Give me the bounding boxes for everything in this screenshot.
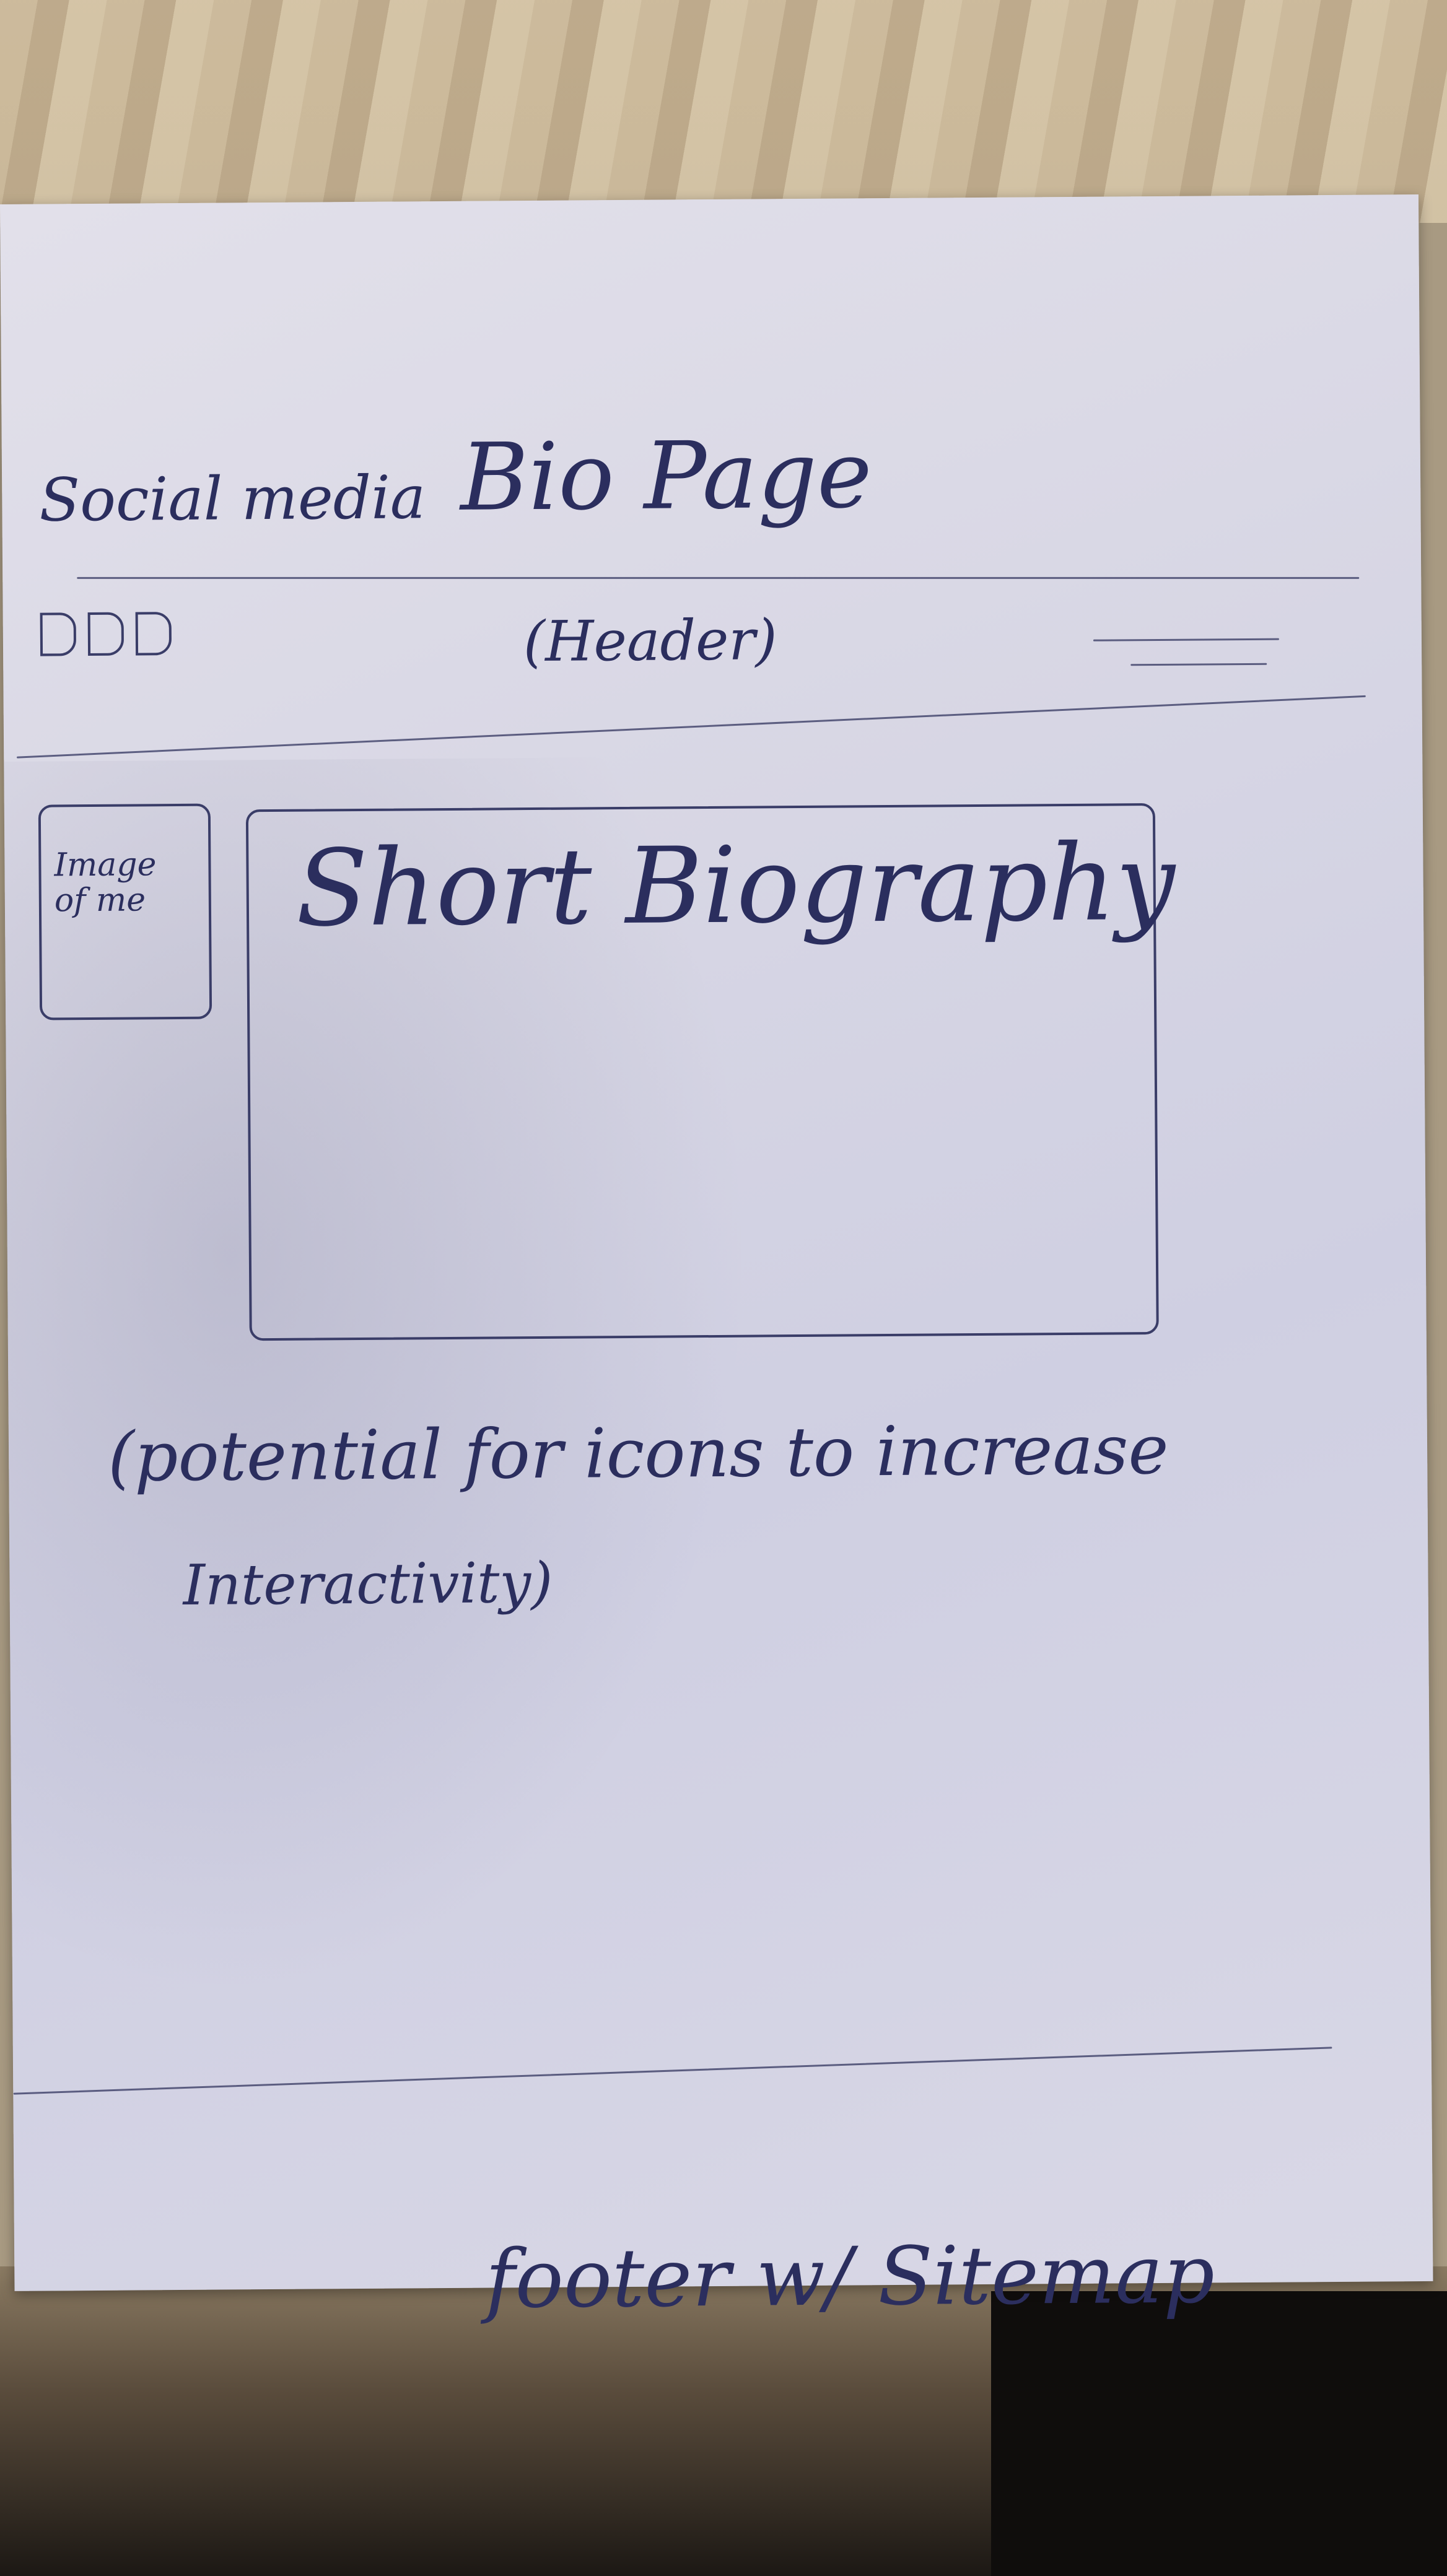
header-stroke [1093, 638, 1279, 642]
header-label: (Header) [523, 607, 777, 675]
footer-divider [13, 2047, 1332, 2095]
page-title: Bio Page [460, 421, 873, 532]
biography-label: Short Biography [295, 821, 1176, 951]
table-surface-top [0, 0, 1447, 223]
social-media-label: Social media [38, 463, 426, 535]
social-icon[interactable] [87, 612, 125, 656]
social-icons-group [40, 612, 181, 659]
note-line-1: (potential for icons to increase [107, 1409, 1169, 1497]
social-icon[interactable] [40, 612, 77, 656]
header-top-divider [77, 577, 1360, 579]
header-stroke [1130, 663, 1267, 666]
sketch-paper: Social media Bio Page (Header) Image of … [0, 194, 1433, 2326]
image-placeholder-label: Image of me [54, 846, 157, 920]
note-line-2: Interactivity) [183, 1550, 553, 1618]
header-bottom-divider [16, 695, 1366, 759]
footer-label: footer w/ Sitemap [484, 2227, 1215, 2326]
social-icon[interactable] [135, 612, 172, 656]
dark-corner [991, 2291, 1447, 2576]
